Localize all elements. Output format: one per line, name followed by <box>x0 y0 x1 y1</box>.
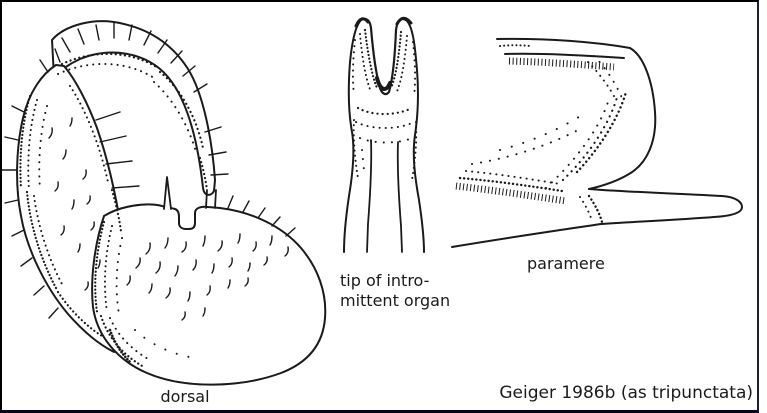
figure-dorsal-view <box>1 20 327 386</box>
intromittent-tip-caps <box>354 16 413 28</box>
dorsal-spike <box>163 176 172 210</box>
dorsal-dome-outline <box>91 203 327 386</box>
paramere-right-outline <box>588 47 657 190</box>
intromittent-fork-bottom-thick <box>375 76 392 91</box>
dorsal-arm-neck <box>205 189 217 209</box>
paramere-finger-and-bottom <box>451 188 743 248</box>
intromittent-fork-inner <box>359 17 408 96</box>
dorsal-stipple <box>19 52 209 369</box>
label-intromittent-organ: tip of intro- mittent organ <box>340 271 450 311</box>
citation-text: Geiger 1986b (as tripunctata) <box>499 383 753 403</box>
paramere-stipple <box>455 44 628 224</box>
label-intromittent-line2: mittent organ <box>340 291 451 310</box>
dorsal-lobe-setae <box>48 117 101 291</box>
label-intromittent-line1: tip of intro- <box>340 271 430 290</box>
dorsal-dome-setae <box>126 233 289 321</box>
figure-intromittent-organ-tip <box>343 16 425 253</box>
intromittent-stipple <box>351 28 418 181</box>
figure-paramere <box>451 37 743 248</box>
intromittent-outer-left <box>343 19 362 253</box>
paramere-top-bar-underline <box>504 52 625 59</box>
paramere-top-bar-topline <box>496 37 631 49</box>
dorsal-dome-edge-hairs <box>227 195 296 237</box>
dorsal-arm-hairs <box>61 22 229 176</box>
label-paramere: paramere <box>527 254 605 273</box>
intromittent-outer-right <box>405 19 425 253</box>
dorsal-lobe-hairs <box>1 48 140 319</box>
intromittent-inner-walls <box>366 139 403 253</box>
label-dorsal: dorsal <box>160 387 210 406</box>
